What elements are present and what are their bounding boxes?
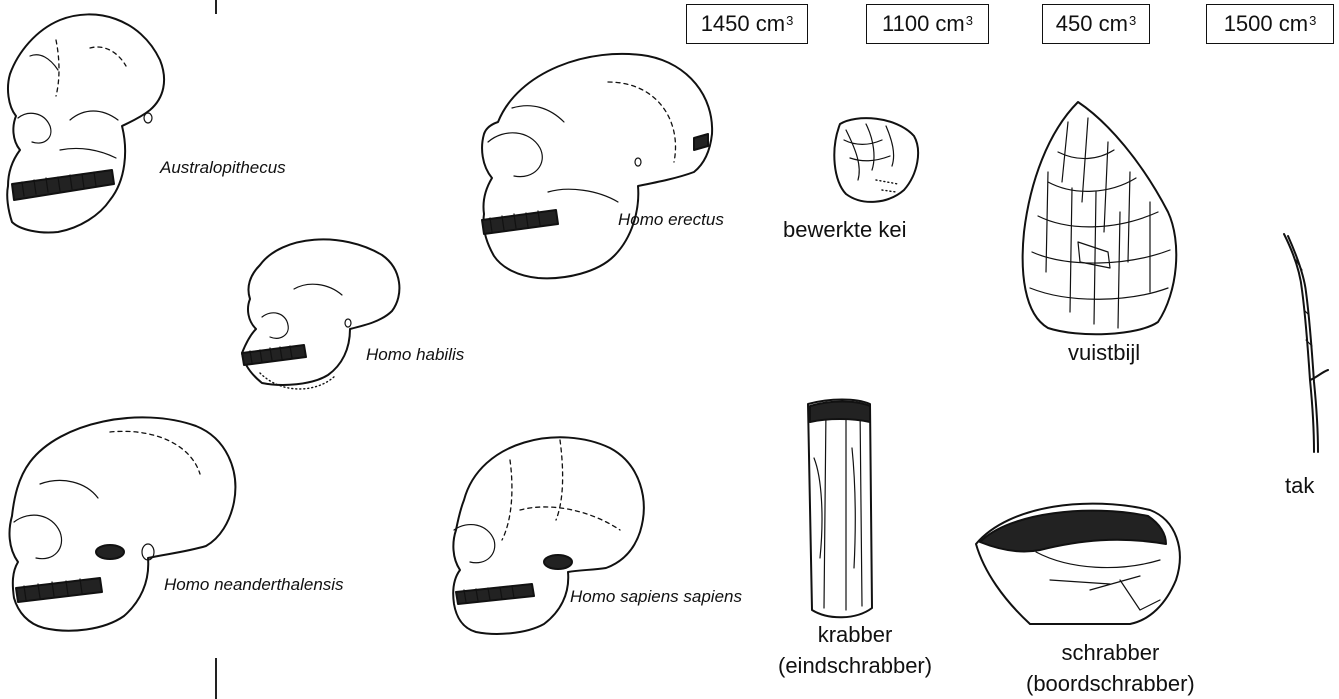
- label-homo-neanderthalensis: Homo neanderthalensis: [164, 575, 344, 595]
- label-homo-sapiens-sapiens: Homo sapiens sapiens: [570, 587, 742, 607]
- label-australopithecus: Australopithecus: [160, 158, 286, 178]
- schrabber-drawing: [970, 480, 1190, 630]
- vuistbijl-drawing: [1018, 92, 1188, 342]
- volume-box-4-unit-exponent: 3: [1309, 13, 1316, 28]
- krabber-drawing: [800, 398, 880, 628]
- volume-box-1-value: 1450 cm: [701, 11, 785, 37]
- divider-top: [215, 0, 217, 14]
- divider-bottom: [215, 658, 217, 699]
- homo-erectus-skull-drawing: [468, 42, 728, 292]
- bewerkte-kei-drawing: [826, 110, 926, 210]
- label-schrabber: schrabber (boordschrabber): [1026, 637, 1195, 699]
- volume-box-3-value: 450 cm: [1056, 11, 1128, 37]
- label-krabber-line-2: (eindschrabber): [778, 650, 932, 681]
- label-homo-habilis: Homo habilis: [366, 345, 464, 365]
- label-krabber-line-1: krabber: [778, 619, 932, 650]
- tak-drawing: [1276, 230, 1336, 460]
- volume-box-2-unit-exponent: 3: [966, 13, 973, 28]
- volume-box-3-unit-exponent: 3: [1129, 13, 1136, 28]
- australopithecus-skull-drawing: [0, 0, 180, 240]
- volume-box-4-value: 1500 cm: [1224, 11, 1308, 37]
- volume-box-1-unit-exponent: 3: [786, 13, 793, 28]
- homo-habilis-skull-drawing: [232, 225, 412, 405]
- label-vuistbijl: vuistbijl: [1068, 337, 1140, 368]
- label-schrabber-line-2: (boordschrabber): [1026, 668, 1195, 699]
- label-krabber: krabber (eindschrabber): [778, 619, 932, 681]
- homo-neanderthalensis-skull-drawing: [0, 402, 240, 634]
- label-bewerkte-kei: bewerkte kei: [783, 214, 907, 245]
- label-tak: tak: [1285, 470, 1314, 501]
- label-homo-erectus: Homo erectus: [618, 210, 724, 230]
- volume-box-2-value: 1100 cm: [882, 11, 965, 37]
- label-schrabber-line-1: schrabber: [1026, 637, 1195, 668]
